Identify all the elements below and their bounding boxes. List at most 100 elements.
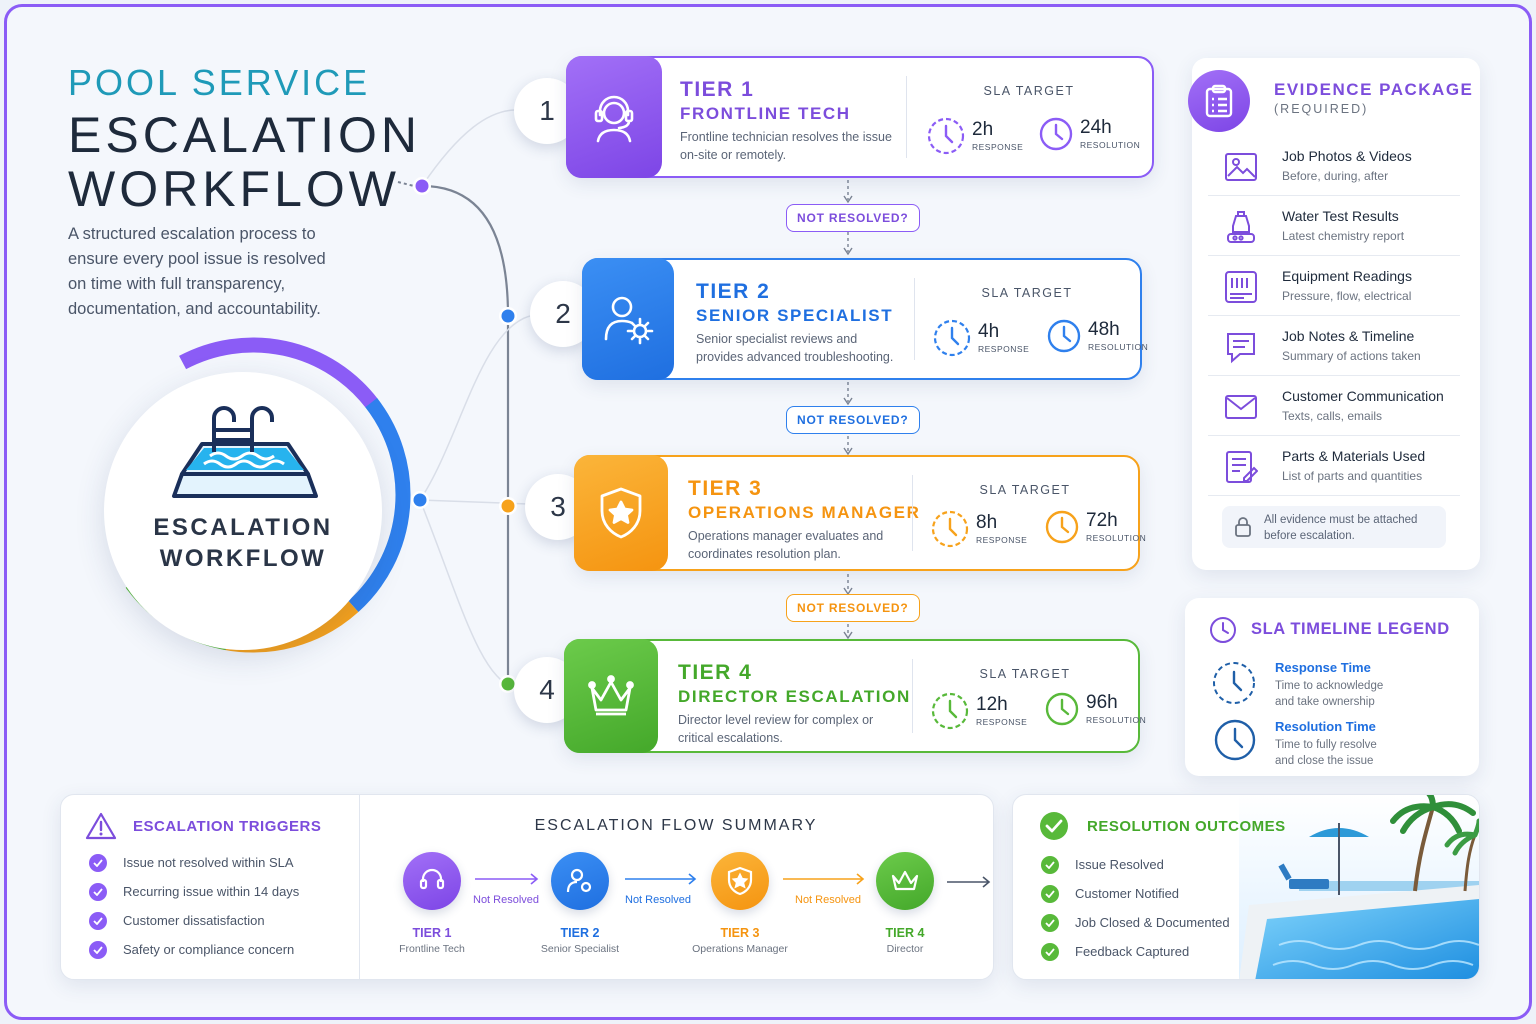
- outcome-item: Job Closed & Documented: [1041, 908, 1230, 937]
- sla-legend-panel: SLA TIMELINE LEGEND Response Time Time t…: [1185, 598, 1479, 776]
- evidence-item-title: Parts & Materials Used: [1282, 448, 1426, 464]
- test-kit-icon: [1227, 211, 1255, 243]
- tier-3-response-label: RESPONSE: [976, 535, 1028, 545]
- hub-circle: [104, 372, 382, 650]
- flow-node-tier-3: [711, 852, 769, 910]
- check-circle-icon: [1040, 812, 1068, 840]
- clock-icon: [1045, 692, 1079, 726]
- flow-node-tier-1: [403, 852, 461, 910]
- evidence-subtitle: (REQUIRED): [1274, 102, 1369, 116]
- tier-3-resolution-value: 72h: [1086, 510, 1118, 531]
- not-resolved-pill-2: NOT RESOLVED?: [786, 406, 920, 434]
- check-icon: [1041, 942, 1059, 961]
- evidence-item-title: Job Notes & Timeline: [1282, 328, 1415, 344]
- flow-arrow: [475, 873, 539, 885]
- tier-1-role: FRONTLINE TECH: [680, 104, 851, 123]
- tier-2-role: SENIOR SPECIALIST: [696, 306, 894, 325]
- trigger-item: Safety or compliance concern: [89, 935, 299, 964]
- evidence-item-sub: List of parts and quantities: [1282, 469, 1423, 483]
- legend-response-title: Response Time: [1275, 660, 1371, 675]
- tier-2-response-label: RESPONSE: [978, 344, 1030, 354]
- flow-caption-sub: Frontline Tech: [399, 943, 465, 955]
- warning-icon: [85, 812, 117, 840]
- clock-icon: [931, 692, 969, 730]
- tier-4-role: DIRECTOR ESCALATION: [678, 687, 911, 706]
- tier-3-resolution-label: RESOLUTION: [1086, 533, 1147, 543]
- tier-2-response-value: 4h: [978, 321, 1000, 342]
- tier-4-resolution-value: 96h: [1086, 692, 1118, 713]
- flow-arrow: [625, 873, 697, 885]
- tier-3-divider: [912, 475, 913, 551]
- flow-caption-tier-4: TIER 4 Director: [853, 926, 957, 955]
- clipboard-icon: [1188, 70, 1250, 132]
- outcome-item: Issue Resolved: [1041, 850, 1230, 879]
- tier-2-desc: Senior specialist reviews and provides a…: [696, 332, 894, 364]
- hub-label-line-1: ESCALATION: [153, 514, 333, 541]
- outcomes-title: RESOLUTION OUTCOMES: [1087, 818, 1286, 835]
- clock-icon: [933, 319, 971, 357]
- legend-title: SLA TIMELINE LEGEND: [1251, 620, 1450, 638]
- evidence-item-title: Water Test Results: [1282, 208, 1399, 224]
- tier-1-sla-title: SLA TARGET: [983, 84, 1075, 98]
- clock-icon: [1045, 510, 1079, 544]
- tier-4-sla-title: SLA TARGET: [979, 667, 1071, 681]
- evidence-item-sub: Before, during, after: [1282, 169, 1389, 183]
- tier-3-desc: Operations manager evaluates and coordin…: [688, 529, 884, 561]
- tier-2-card[interactable]: TIER 2 SENIOR SPECIALIST Senior speciali…: [582, 258, 1148, 380]
- tier-4-card[interactable]: TIER 4 DIRECTOR ESCALATION Director leve…: [564, 639, 1146, 753]
- tier-4-response-label: RESPONSE: [976, 717, 1028, 727]
- clock-icon: [1210, 617, 1236, 643]
- legend-response-desc-line-1: Time to acknowledge: [1275, 680, 1384, 692]
- tier-4-divider: [912, 659, 913, 733]
- flow-caption-tier-2: TIER 2 Senior Specialist: [527, 926, 633, 955]
- title-line-1: ESCALATION: [68, 107, 422, 163]
- tier-1-resolution-label: RESOLUTION: [1080, 140, 1141, 150]
- clock-icon: [1039, 117, 1073, 151]
- notes-icon: [1227, 333, 1255, 364]
- shield-star-icon: [727, 866, 753, 896]
- outcome-item-text: Issue Resolved: [1075, 857, 1164, 872]
- evidence-item-title: Equipment Readings: [1282, 268, 1412, 284]
- tier-1-resolution-value: 24h: [1080, 117, 1112, 138]
- outcome-item: Customer Notified: [1041, 879, 1230, 908]
- outcome-item-text: Job Closed & Documented: [1075, 915, 1230, 930]
- title-small: POOL SERVICE: [68, 62, 371, 103]
- tier-3-response-value: 8h: [976, 512, 998, 533]
- flow-node-tier-2: [551, 852, 609, 910]
- outcome-item-text: Customer Notified: [1075, 886, 1180, 901]
- evidence-item: Job Photos & Videos Before, during, afte…: [1208, 136, 1460, 196]
- image-icon: [1225, 153, 1257, 181]
- evidence-item-sub: Pressure, flow, electrical: [1282, 289, 1412, 303]
- flow-arrow-label-3: Not Resolved: [795, 894, 862, 906]
- triggers-flow-panel: ESCALATION TRIGGERS Issue not resolved w…: [60, 794, 994, 980]
- trigger-item-text: Customer dissatisfaction: [123, 913, 265, 928]
- evidence-item: Equipment Readings Pressure, flow, elect…: [1208, 256, 1460, 316]
- outcomes-list: Issue Resolved Customer Notified Job Clo…: [1041, 850, 1230, 966]
- tier-3-card[interactable]: TIER 3 OPERATIONS MANAGER Operations man…: [574, 455, 1146, 571]
- flow-caption-title: TIER 1: [412, 926, 452, 940]
- flow-caption-title: TIER 3: [720, 926, 760, 940]
- trigger-item-text: Issue not resolved within SLA: [123, 855, 294, 870]
- user-gear-icon: [566, 868, 592, 893]
- check-icon: [89, 940, 107, 959]
- check-icon: [1041, 884, 1059, 903]
- tier-2-sla-title: SLA TARGET: [981, 286, 1073, 300]
- flow-arrow-label-2: Not Resolved: [625, 894, 692, 906]
- clock-icon: [931, 510, 969, 548]
- clock-icon: [1047, 319, 1081, 353]
- hub-label: ESCALATION WORKFLOW: [104, 512, 382, 574]
- tier-1-card[interactable]: TIER 1 FRONTLINE TECH Frontline technici…: [566, 56, 1154, 178]
- tier-1-desc: Frontline technician resolves the issue …: [680, 130, 892, 162]
- flow-summary-title: ESCALATION FLOW SUMMARY: [534, 817, 818, 834]
- resolution-time-icon: [1214, 719, 1256, 761]
- tier-4-name: TIER 4: [678, 661, 753, 684]
- headset-icon: [566, 56, 662, 178]
- tier-3-name: TIER 3: [688, 477, 763, 500]
- evidence-item-title: Customer Communication: [1282, 388, 1444, 404]
